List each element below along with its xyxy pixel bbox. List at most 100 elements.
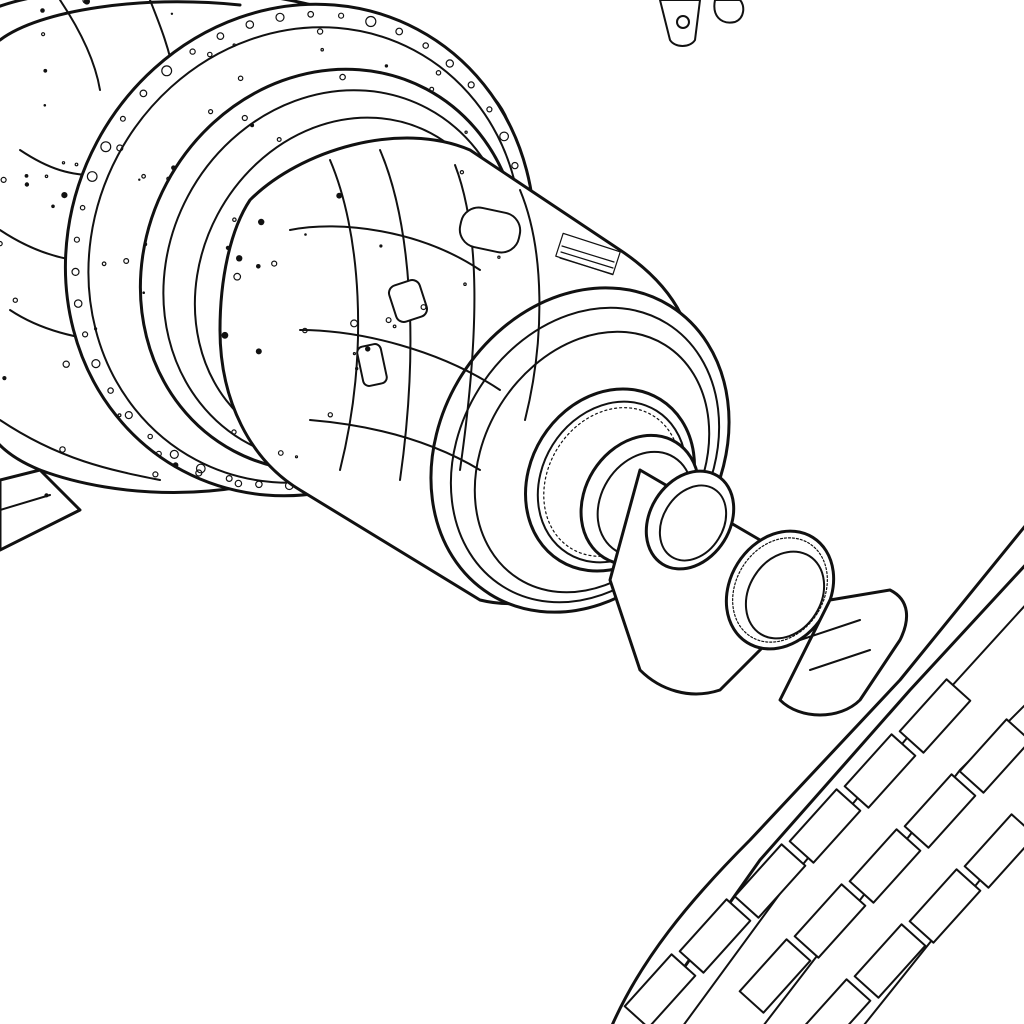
surface-detail bbox=[0, 0, 501, 498]
speckle-dot bbox=[464, 130, 468, 134]
speckle-dot bbox=[277, 450, 284, 456]
speckle-dot bbox=[207, 51, 213, 58]
speckle-dot bbox=[59, 446, 66, 453]
speckle-dot bbox=[117, 413, 122, 418]
rivet bbox=[195, 463, 206, 474]
speckle-dot bbox=[172, 462, 179, 468]
rivet bbox=[467, 81, 475, 89]
speckle-dot bbox=[142, 291, 145, 295]
rivet bbox=[225, 475, 233, 483]
speckle-dot bbox=[51, 204, 55, 209]
speckle-dot bbox=[44, 174, 49, 179]
rivet bbox=[124, 411, 133, 420]
panel-cell bbox=[963, 813, 1024, 889]
speckle-dot bbox=[497, 255, 501, 259]
speckle-dot bbox=[171, 165, 176, 171]
speckle-dot bbox=[195, 469, 203, 477]
rivet bbox=[169, 449, 179, 459]
speckle-dot bbox=[40, 32, 46, 37]
rivet bbox=[499, 131, 510, 142]
speckle-dot bbox=[170, 12, 174, 15]
rivet bbox=[216, 32, 225, 40]
rivet bbox=[86, 171, 98, 182]
speckle-dot bbox=[0, 176, 7, 183]
speckle-dot bbox=[83, 0, 90, 5]
speckle-dot bbox=[276, 137, 282, 143]
rivet bbox=[161, 65, 173, 77]
rivet bbox=[365, 15, 377, 28]
speckle-dot bbox=[123, 258, 130, 265]
rivet bbox=[73, 299, 83, 308]
speckle-dot bbox=[74, 162, 79, 167]
panel-cell bbox=[793, 883, 867, 959]
speckle-dot bbox=[232, 43, 236, 47]
speckle-dot bbox=[0, 240, 3, 247]
panel-cell bbox=[908, 868, 982, 944]
rivet bbox=[395, 27, 404, 36]
speckle-dot bbox=[379, 244, 383, 248]
speckle-dot bbox=[138, 178, 141, 181]
speckle-dot bbox=[271, 260, 278, 267]
rivet bbox=[91, 359, 101, 369]
speckle-dot bbox=[420, 304, 427, 311]
speckle-dot bbox=[232, 217, 237, 223]
rivet bbox=[73, 236, 81, 243]
panel-cell bbox=[903, 773, 977, 849]
drive-shaft bbox=[608, 468, 909, 717]
speckle-dot bbox=[62, 360, 70, 368]
panel-cell bbox=[798, 978, 872, 1024]
panel-cell bbox=[898, 678, 972, 754]
rivet bbox=[189, 48, 196, 55]
rivet bbox=[81, 331, 89, 338]
speckle-dot bbox=[302, 327, 308, 334]
speckle-dot bbox=[143, 242, 148, 247]
speckle-dot bbox=[320, 47, 325, 52]
rivet bbox=[107, 387, 114, 394]
panel-cell bbox=[733, 843, 807, 919]
speckle-dot bbox=[61, 161, 66, 165]
rivet bbox=[486, 106, 493, 113]
speckle-dot bbox=[12, 297, 19, 303]
panel-cell bbox=[853, 923, 927, 999]
speckle-dot bbox=[101, 261, 107, 267]
speckle-dot bbox=[392, 324, 397, 329]
speckle-dot bbox=[237, 75, 244, 82]
rivet bbox=[139, 89, 148, 98]
rivet bbox=[511, 161, 519, 170]
speckle-dot bbox=[435, 70, 442, 76]
speckle-dot bbox=[221, 331, 229, 339]
rivet bbox=[79, 204, 86, 211]
speckle-dot bbox=[43, 68, 48, 73]
speckle-dot bbox=[258, 218, 265, 226]
speckle-dot bbox=[365, 346, 371, 352]
speckle-dot bbox=[152, 471, 159, 478]
panel-cells bbox=[623, 678, 1024, 1024]
speckle-dot bbox=[339, 73, 346, 81]
panel-array bbox=[611, 525, 1024, 1024]
rivet bbox=[422, 42, 430, 49]
speckle-dot bbox=[116, 144, 124, 152]
speckle-dot bbox=[233, 272, 242, 281]
panel-cell bbox=[788, 788, 862, 864]
speckle-dot bbox=[255, 348, 262, 355]
speckle-dot bbox=[241, 114, 248, 122]
rivet bbox=[445, 59, 454, 68]
panel-cell bbox=[958, 718, 1024, 794]
left-strut bbox=[0, 468, 82, 552]
speckle-dot bbox=[234, 479, 243, 488]
speckle-dot bbox=[385, 317, 392, 324]
panel-cell bbox=[738, 938, 812, 1014]
rivet bbox=[275, 12, 285, 22]
panel-cell bbox=[843, 733, 917, 809]
speckle-dot bbox=[255, 264, 261, 269]
panel-cell bbox=[623, 953, 697, 1024]
panel-cell bbox=[678, 898, 752, 974]
rivet bbox=[71, 267, 80, 276]
rivet bbox=[245, 20, 255, 29]
rivet bbox=[119, 115, 126, 122]
speckle-dot bbox=[225, 245, 230, 250]
speckle-dot bbox=[250, 123, 255, 128]
rivet bbox=[338, 12, 345, 19]
speckle-dot bbox=[352, 352, 356, 356]
